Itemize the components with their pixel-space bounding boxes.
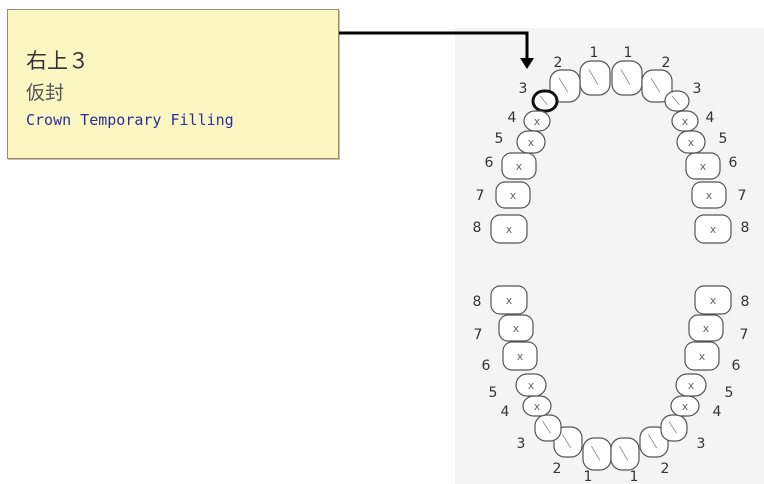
tooth-number-upper-left-4: 4: [706, 110, 715, 126]
tooth-number-lower-left-2: 2: [661, 461, 670, 477]
tooth-number-upper-left-3: 3: [693, 81, 702, 97]
tooth-number-lower-left-5: 5: [725, 385, 734, 401]
tooth-number-lower-right-3: 3: [517, 436, 526, 452]
tooth-number-lower-right-2: 2: [553, 461, 562, 477]
tooth-number-lower-left-8: 8: [741, 294, 750, 310]
tooth-lower-left-5[interactable]: x: [675, 373, 707, 397]
tooth-upper-left-5[interactable]: x: [676, 130, 706, 154]
tooth-lower-left-3[interactable]: [660, 414, 688, 442]
tooth-upper-right-1[interactable]: [579, 60, 611, 96]
tooth-upper-right-7[interactable]: x: [495, 181, 531, 209]
annotation-box: 右上３ 仮封 Crown Temporary Filling: [7, 9, 339, 159]
tooth-lower-left-8[interactable]: x: [694, 285, 732, 315]
tooth-number-upper-left-2: 2: [662, 55, 671, 71]
tooth-lower-right-1[interactable]: [582, 437, 612, 471]
tooth-number-upper-left-7: 7: [738, 188, 747, 204]
svg-text:x: x: [682, 400, 689, 413]
tooth-number-upper-left-8: 8: [741, 220, 750, 236]
tooth-number-lower-right-4: 4: [501, 404, 510, 420]
svg-text:x: x: [534, 400, 541, 413]
tooth-number-lower-left-7: 7: [740, 327, 749, 343]
tooth-number-lower-right-1: 1: [584, 469, 593, 484]
tooth-upper-right-8[interactable]: x: [490, 214, 528, 244]
tooth-number-lower-left-4: 4: [713, 404, 722, 420]
tooth-upper-right-2[interactable]: [549, 69, 581, 103]
tooth-upper-left-4[interactable]: x: [671, 110, 699, 132]
tooth-number-upper-right-8: 8: [473, 220, 482, 236]
callout-connector: [339, 31, 534, 69]
tooth-lower-right-2[interactable]: [553, 426, 583, 458]
svg-text:x: x: [688, 136, 695, 149]
svg-text:x: x: [710, 223, 717, 236]
tooth-upper-left-3[interactable]: [664, 90, 690, 112]
svg-text:x: x: [513, 322, 520, 335]
tooth-number-lower-right-6: 6: [482, 358, 491, 374]
tooth-number-upper-left-1: 1: [624, 45, 633, 61]
svg-text:x: x: [516, 160, 523, 173]
tooth-lower-left-6[interactable]: x: [684, 341, 720, 371]
tooth-lower-left-4[interactable]: x: [670, 395, 700, 417]
svg-text:x: x: [517, 350, 524, 363]
tooth-number-lower-right-5: 5: [489, 385, 498, 401]
tooth-lower-right-4[interactable]: x: [522, 395, 552, 417]
svg-text:x: x: [528, 379, 535, 392]
svg-text:x: x: [506, 223, 513, 236]
tooth-number-lower-left-1: 1: [630, 469, 639, 484]
tooth-number-lower-left-6: 6: [732, 358, 741, 374]
tooth-lower-right-6[interactable]: x: [502, 341, 538, 371]
tooth-lower-right-8[interactable]: x: [490, 285, 528, 315]
tooth-lower-right-5[interactable]: x: [515, 373, 547, 397]
tooth-upper-left-2[interactable]: [641, 69, 673, 103]
chart-background: [455, 28, 764, 484]
tooth-number-upper-right-3: 3: [519, 81, 528, 97]
svg-text:x: x: [700, 160, 707, 173]
tooth-upper-left-1[interactable]: [611, 60, 643, 96]
tooth-upper-left-7[interactable]: x: [691, 181, 727, 209]
tooth-upper-left-8[interactable]: x: [694, 214, 732, 244]
svg-text:x: x: [688, 379, 695, 392]
tooth-lower-right-7[interactable]: x: [498, 314, 534, 342]
treatment-label-en: Crown Temporary Filling: [26, 111, 234, 129]
tooth-number-upper-right-2: 2: [554, 55, 563, 71]
svg-text:x: x: [710, 294, 717, 307]
tooth-lower-right-3[interactable]: [534, 414, 562, 442]
svg-text:x: x: [682, 115, 689, 128]
tooth-upper-right-5[interactable]: x: [516, 130, 546, 154]
svg-text:x: x: [510, 189, 517, 202]
tooth-position-label: 右上３: [26, 49, 89, 73]
svg-text:x: x: [703, 322, 710, 335]
tooth-number-upper-left-5: 5: [719, 131, 728, 147]
svg-text:x: x: [534, 115, 541, 128]
tooth-lower-left-1[interactable]: [610, 437, 640, 471]
tooth-number-upper-right-1: 1: [590, 45, 599, 61]
svg-text:x: x: [528, 136, 535, 149]
tooth-number-lower-right-8: 8: [473, 294, 482, 310]
svg-text:x: x: [506, 294, 513, 307]
tooth-upper-left-6[interactable]: x: [685, 152, 721, 180]
treatment-label-cn: 仮封: [26, 82, 65, 104]
svg-text:x: x: [706, 189, 713, 202]
tooth-number-lower-right-7: 7: [474, 327, 483, 343]
tooth-upper-right-4[interactable]: x: [523, 110, 551, 132]
tooth-number-upper-right-4: 4: [508, 110, 517, 126]
tooth-upper-right-6[interactable]: x: [501, 152, 537, 180]
tooth-lower-left-7[interactable]: x: [688, 314, 724, 342]
tooth-number-upper-left-6: 6: [729, 155, 738, 171]
tooth-number-upper-right-7: 7: [476, 188, 485, 204]
tooth-lower-left-2[interactable]: [639, 426, 669, 458]
svg-text:x: x: [699, 350, 706, 363]
tooth-upper-right-3[interactable]: [531, 89, 559, 113]
tooth-number-lower-left-3: 3: [697, 436, 706, 452]
tooth-number-upper-right-6: 6: [485, 155, 494, 171]
tooth-number-upper-right-5: 5: [495, 131, 504, 147]
